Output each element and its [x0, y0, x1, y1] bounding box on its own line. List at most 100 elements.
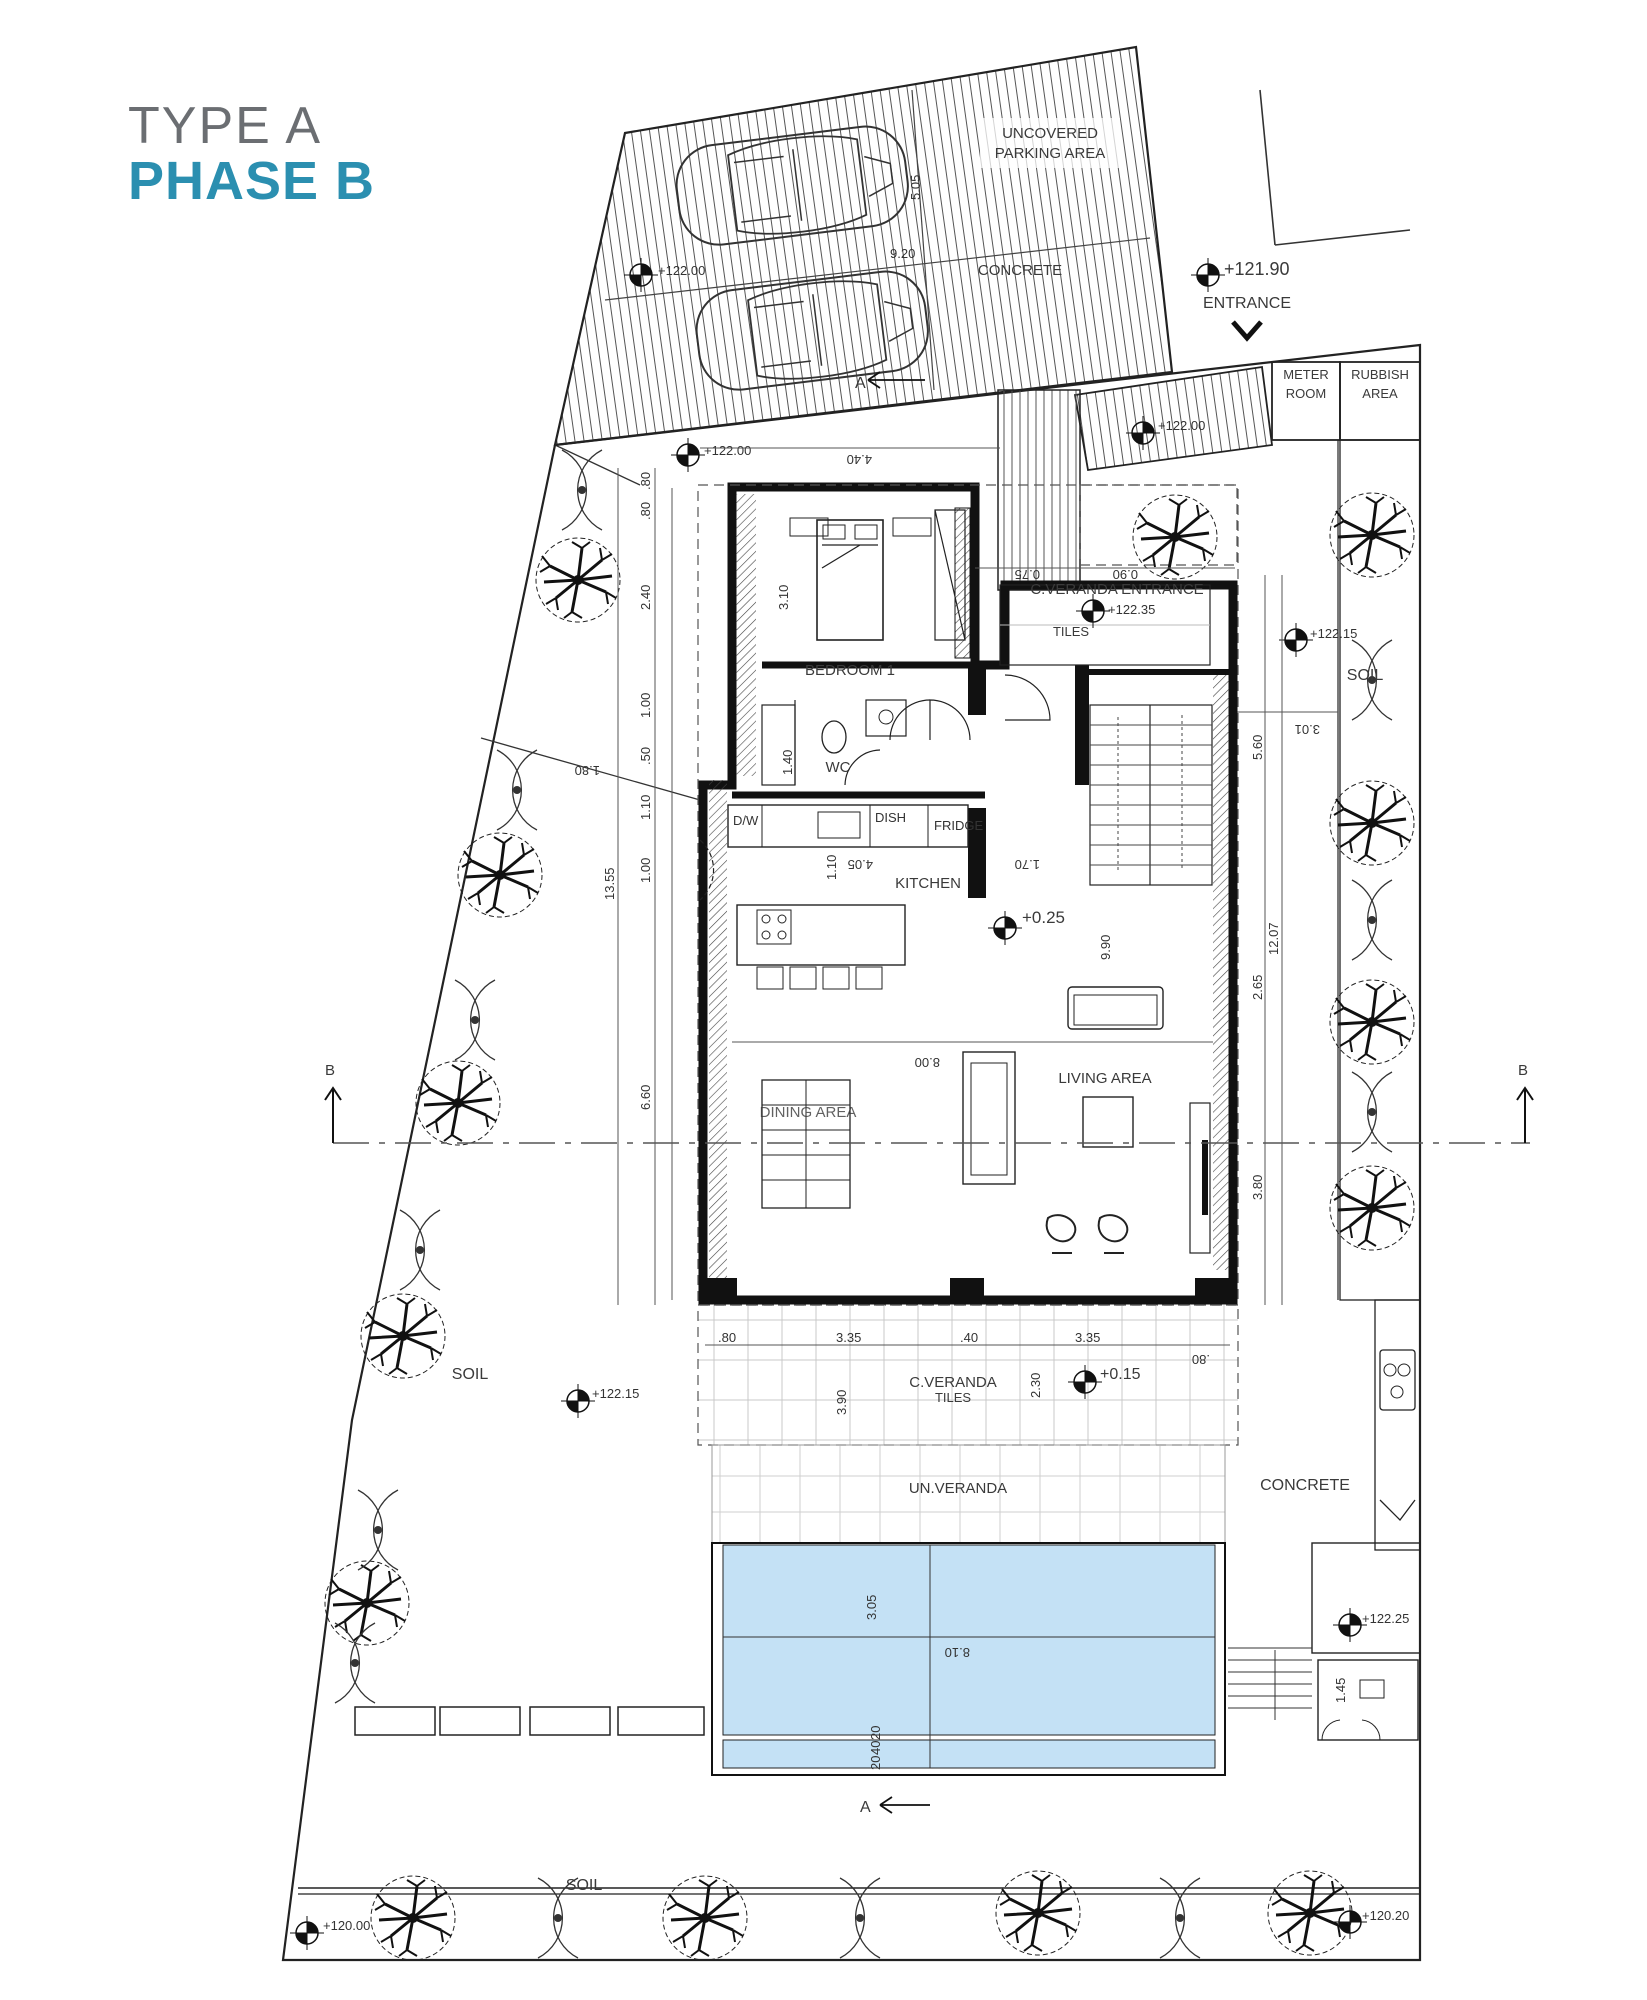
level-parking: +122.00 [658, 263, 705, 278]
dim-parking-w: 9.20 [890, 246, 915, 261]
dim-110k: 1.10 [824, 855, 839, 880]
tree-left-3-icon [414, 1059, 502, 1147]
bedroom-label: BEDROOM 1 [805, 662, 895, 679]
veranda-tiles-label: TILES [935, 1390, 971, 1405]
concrete-right-label: CONCRETE [1260, 1477, 1350, 1494]
title-phase: PHASE B [128, 151, 376, 211]
dim-405: 4.05 [848, 857, 873, 872]
tree-right-1-icon [1328, 491, 1416, 579]
kitchen-sink-icon [817, 811, 861, 839]
dim-v40: .40 [960, 1330, 978, 1345]
dim-80b: .80 [638, 502, 653, 520]
veranda-entrance-tiles: TILES [1053, 624, 1089, 639]
dim-1355: 13.55 [602, 867, 617, 900]
dim-180: 1.80 [575, 763, 600, 778]
coffee-table [1082, 1096, 1134, 1148]
shrub-bottom-2-icon [839, 1877, 881, 1959]
soil-left-label: SOIL [452, 1366, 489, 1383]
dim-100b: 1.00 [638, 858, 653, 883]
dim-140: 1.40 [780, 750, 795, 775]
kitchen-island [736, 904, 906, 966]
dim-380: 3.80 [1250, 1175, 1265, 1200]
level-interior: +0.25 [1022, 908, 1065, 927]
sofa-icon [1067, 986, 1164, 1030]
level-bottom-left-icon [289, 1915, 325, 1951]
section-a-bottom: A [860, 1799, 871, 1816]
level-entrance: +121.90 [1224, 259, 1290, 279]
section-a-top: A [855, 375, 866, 392]
level-path-icon [670, 437, 706, 473]
swimming-pool [722, 1544, 1216, 1736]
living-label: LIVING AREA [1058, 1070, 1151, 1087]
dim-560: 5.60 [1250, 735, 1265, 760]
section-b-left: B [325, 1062, 335, 1079]
rubbish-label-1: RUBBISH [1351, 367, 1409, 382]
dim-800: 8.00 [915, 1055, 940, 1070]
fridge-label: FRIDGE [934, 818, 983, 833]
dim-1207: 12.07 [1266, 922, 1281, 955]
dim-v80a: .80 [718, 1330, 736, 1345]
level-entrance-icon [1190, 257, 1226, 293]
shrub-bottom-3-icon [1159, 1877, 1201, 1959]
parking-label-1: UNCOVERED [1002, 125, 1098, 142]
level-entrance-path: +122.00 [1158, 418, 1205, 433]
tree-right-4-icon [1328, 1164, 1416, 1252]
tree-entrance-icon [1131, 493, 1219, 581]
level-bottom-right: +120.20 [1362, 1908, 1409, 1923]
meter-label-1: METER [1283, 367, 1329, 382]
dim-660: 6.60 [638, 1085, 653, 1110]
shrub-left-3-icon [454, 979, 496, 1061]
wc-label: WC [826, 759, 851, 776]
title-type: TYPE A [128, 97, 323, 155]
level-path: +122.00 [704, 443, 751, 458]
section-b-right: B [1518, 1062, 1528, 1079]
dim-310: 3.10 [776, 585, 791, 610]
shrub-left-1-icon [561, 449, 603, 531]
armchair-1-icon [1045, 1214, 1077, 1243]
level-left-soil-icon [560, 1383, 596, 1419]
dining-label: DINING AREA [760, 1104, 857, 1121]
shrub-right-2-icon [1351, 1071, 1393, 1153]
level-left-soil: +122.15 [592, 1386, 639, 1401]
tree-bottom-3-icon [994, 1869, 1082, 1957]
tree-left-1-icon [534, 536, 622, 624]
soil-bottom-label: SOIL [566, 1877, 603, 1894]
dim-110: 1.10 [638, 795, 653, 820]
dim-v335b: 3.35 [1075, 1330, 1100, 1345]
plan-title: TYPE A PHASE B [128, 100, 375, 208]
shrub-left-5-icon [357, 1489, 399, 1571]
dim-p20: 20 [868, 1756, 883, 1770]
tree-left-4-icon [359, 1292, 447, 1380]
parking-label-2: PARKING AREA [995, 145, 1106, 162]
level-right-soil-icon [1278, 622, 1314, 658]
cooktop-icon [756, 909, 792, 945]
dim-80: .80 [638, 472, 653, 490]
dim-50: .50 [638, 747, 653, 765]
dim-p305: 3.05 [864, 1595, 879, 1620]
toilet-icon [821, 720, 847, 754]
dim-v80b: .80 [1192, 1352, 1210, 1367]
meter-label-2: ROOM [1286, 386, 1326, 401]
dim-v230: 2.30 [1028, 1373, 1043, 1398]
dim-parking-h: 5.05 [908, 175, 923, 200]
dim-075: 0.75 [1015, 567, 1040, 582]
entrance-label: ENTRANCE [1203, 295, 1291, 312]
entrance-arrow-icon [1231, 320, 1263, 342]
level-right-concrete: +122.25 [1362, 1611, 1409, 1626]
dim-p40: 40 [868, 1741, 883, 1755]
dim-265: 2.65 [1250, 975, 1265, 1000]
dish-label: DISH [875, 810, 906, 825]
dim-301: 3.01 [1295, 722, 1320, 737]
shrub-right-3-icon [1351, 879, 1393, 961]
dim-v390: 3.90 [834, 1390, 849, 1415]
level-veranda-entrance: +122.35 [1108, 602, 1155, 617]
dim-p20b: 20 [868, 1726, 883, 1740]
level-right-soil: +122.15 [1310, 626, 1357, 641]
tree-bottom-4-icon [1266, 1869, 1354, 1957]
dim-240: 2.40 [638, 585, 653, 610]
soil-right-label: SOIL [1347, 667, 1384, 684]
tree-right-3-icon [1328, 978, 1416, 1066]
rubbish-label-2: AREA [1362, 386, 1398, 401]
shrub-left-2-icon [496, 749, 538, 831]
